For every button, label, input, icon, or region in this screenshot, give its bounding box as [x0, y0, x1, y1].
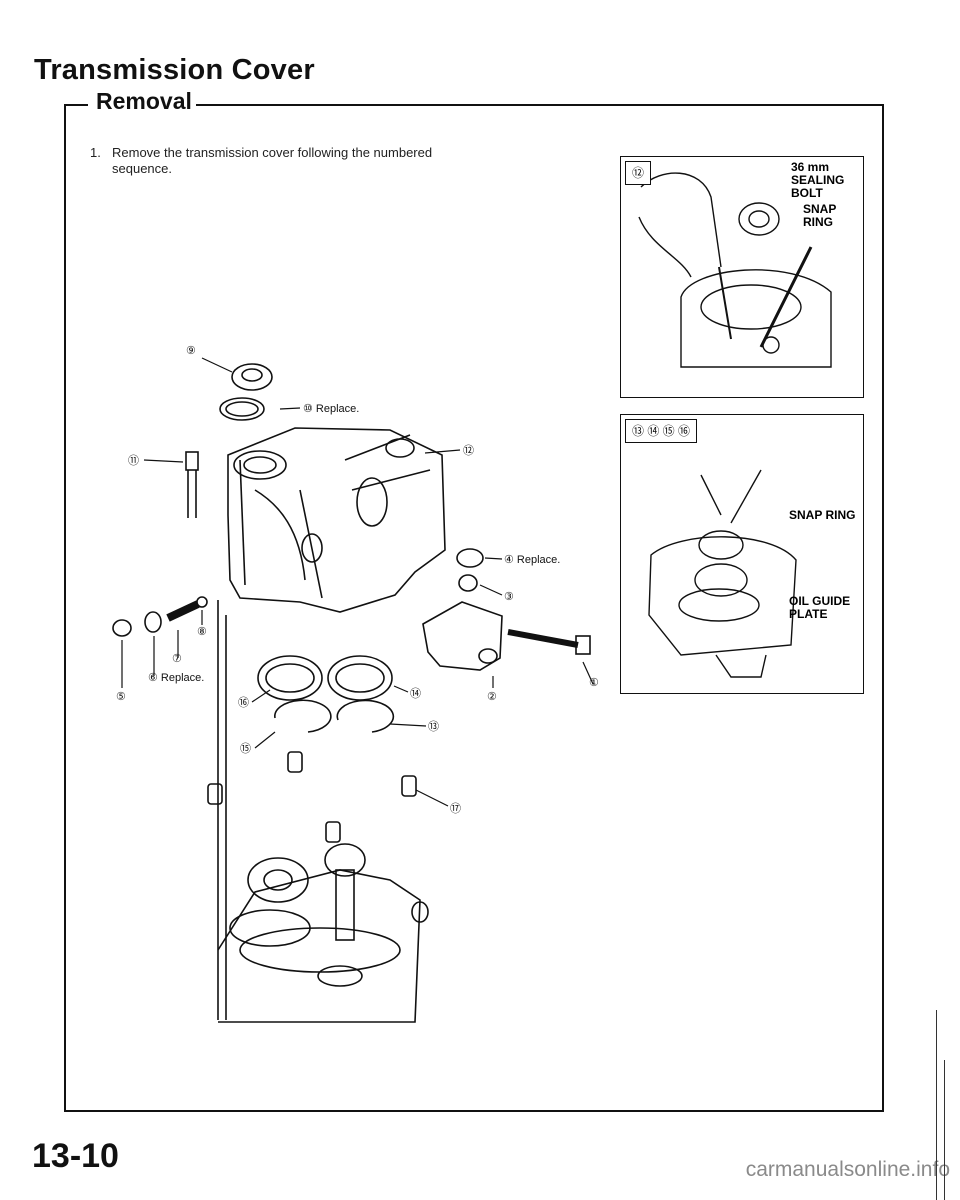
- exploded-diagram: ⑨ ⑩ Replace. ⑪ ⑫ ④ Replace. ③ ② ① ⑤ ⑥ Re…: [112, 345, 599, 1023]
- transmission-cover-part: [227, 427, 446, 613]
- callout-8: ⑧: [197, 626, 207, 638]
- inset-a-step: ⑫: [625, 161, 652, 185]
- circlip-part: [274, 699, 332, 733]
- cap-part: [257, 655, 323, 701]
- callout-9: ⑨: [186, 345, 196, 357]
- section-frame: [64, 104, 884, 1112]
- callout-12: ⑫: [463, 444, 474, 457]
- callout-17: ⑰: [450, 802, 461, 815]
- step-text: Remove the transmission cover following …: [112, 145, 433, 176]
- callout-10: ⑩ Replace.: [303, 403, 359, 415]
- section-title: Removal: [92, 88, 196, 115]
- page-title: Transmission Cover: [34, 54, 315, 86]
- callout-6: ⑥ Replace.: [148, 672, 204, 684]
- callout-15: ⑮: [240, 742, 251, 755]
- callout-16: ⑯: [238, 696, 249, 709]
- instruction-step: 1. Remove the transmission cover followin…: [90, 145, 470, 177]
- label-snap-ring-b: SNAP RING: [789, 508, 855, 522]
- callout-1: ①: [589, 677, 599, 689]
- callout-14: ⑭: [410, 687, 421, 700]
- housing-part: [217, 869, 421, 1023]
- callout-7: ⑦: [172, 653, 182, 665]
- callout-5: ⑤: [116, 691, 126, 703]
- bolt-part: [185, 451, 199, 471]
- callout-13: ⑬: [428, 720, 439, 733]
- page-number: 13-10: [32, 1137, 119, 1175]
- callout-4: ④ Replace.: [504, 554, 560, 566]
- sealing-bolt-part: [231, 363, 273, 391]
- o-ring-part: [219, 397, 265, 421]
- callout-11: ⑪: [128, 454, 139, 467]
- section-rule-right: [196, 104, 882, 106]
- callout-3: ③: [504, 591, 514, 603]
- section-rule-left: [64, 104, 88, 106]
- margin-rule: [936, 1010, 937, 1200]
- margin-rule: [944, 1060, 945, 1200]
- inset-b-steps: ⑬ ⑭ ⑮ ⑯: [625, 419, 698, 443]
- callout-2: ②: [487, 691, 497, 703]
- bracket-part: [422, 601, 503, 671]
- footer-credit: carmanualsonline.info: [745, 1158, 950, 1181]
- step-number: 1.: [90, 145, 101, 160]
